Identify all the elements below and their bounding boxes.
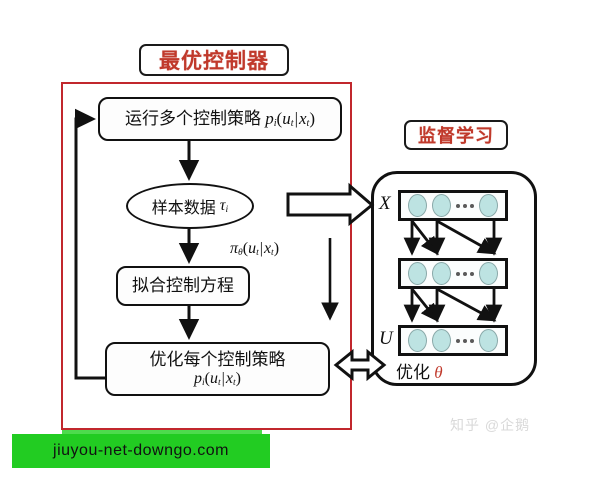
nn-node (408, 262, 427, 285)
nn-node (408, 194, 427, 217)
supervised-learning-title: 监督学习 (404, 120, 508, 150)
box-run-formula: pi(ut|xt) (265, 108, 316, 129)
box-fit-equation: 拟合控制方程 (116, 266, 250, 306)
box-optimize-label: 优化每个控制策略 (149, 350, 286, 370)
nn-optimize-caption: 优化 θ (396, 358, 516, 383)
nn-output-label: U (379, 328, 393, 349)
box-run-content: 运行多个控制策略 pi(ut|xt) (125, 109, 315, 130)
box-optimize-policies: 优化每个控制策略 pi(ut|xt) (105, 342, 330, 396)
ellipse-sample-label: 样本数据 (151, 200, 216, 217)
nn-ellipsis (456, 271, 474, 276)
box-optimize-formula: pi(ut|xt) (194, 369, 241, 388)
nn-ellipsis (456, 338, 474, 343)
ellipse-sample-formula: τi (219, 196, 229, 216)
optimal-controller-title: 最优控制器 (139, 44, 289, 76)
site-watermark-text: jiuyou-net-downgo.com (53, 442, 229, 459)
nn-output-layer (398, 325, 508, 356)
box-run-policies: 运行多个控制策略 pi(ut|xt) (98, 97, 342, 141)
ellipse-sample-data: 样本数据 τi (126, 183, 254, 229)
nn-node (432, 329, 451, 352)
nn-ellipsis (456, 203, 474, 208)
zhihu-watermark: 知乎 @企鹅 (450, 417, 531, 433)
nn-input-label: X (379, 193, 391, 214)
nn-node (479, 262, 498, 285)
nn-input-layer (398, 190, 508, 221)
site-watermark-banner: jiuyou-net-downgo.com (12, 434, 270, 468)
nn-node (408, 329, 427, 352)
nn-node (432, 262, 451, 285)
optimal-controller-region (61, 82, 352, 430)
nn-node (479, 329, 498, 352)
nn-node (432, 194, 451, 217)
policy-pi-label: πθ(ut|xt) (230, 240, 280, 259)
nn-node (479, 194, 498, 217)
box-run-label: 运行多个控制策略 (124, 108, 261, 128)
nn-hidden-layer (398, 258, 508, 289)
nn-theta-symbol: θ (434, 363, 443, 382)
box-fit-label: 拟合控制方程 (132, 276, 234, 296)
nn-optimize-label: 优化 (396, 363, 430, 382)
